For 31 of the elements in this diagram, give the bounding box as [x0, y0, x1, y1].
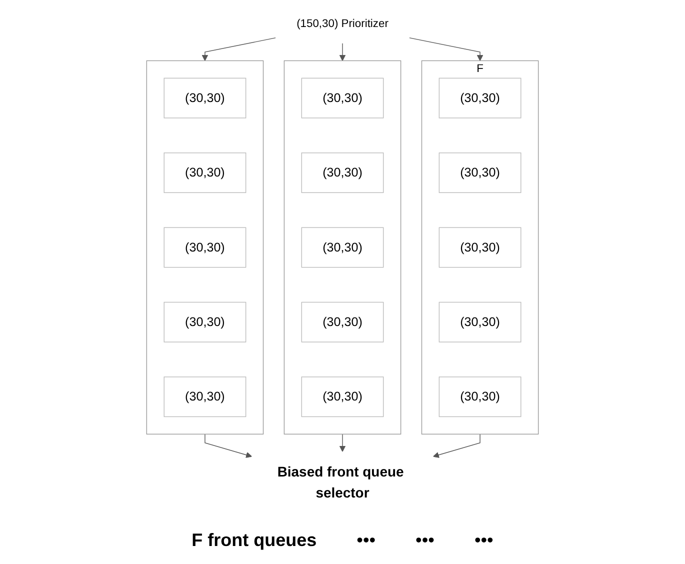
node-box: (30,30) [164, 376, 246, 418]
ellipsis: ••• [416, 530, 434, 550]
node-text: Biased front queue selector [277, 464, 404, 502]
node-box: (30,30) [301, 376, 384, 418]
ellipsis: ••• [474, 530, 494, 550]
node-box: (30,30) [438, 302, 522, 342]
node-box: (30,30) [438, 78, 522, 118]
node-box: (30,30) [164, 227, 246, 268]
arrow [339, 434, 346, 452]
node-box: (30,30) [164, 78, 246, 118]
cluster [284, 60, 402, 434]
arrow [202, 37, 276, 61]
cluster [146, 60, 264, 434]
queue-group-caption: F front queues [192, 530, 317, 550]
node-box: (30,30) [301, 227, 384, 268]
arrow [204, 434, 252, 458]
node-box: (30,30) [301, 302, 384, 342]
node-box: (30,30) [301, 78, 384, 118]
arrow [339, 42, 346, 61]
node-box: (30,30) [438, 227, 522, 268]
node-box: (30,30) [301, 152, 384, 193]
node-box: (30,30) [164, 302, 246, 342]
node-text: (150,30) Prioritizer [296, 18, 388, 30]
node-label: F [476, 62, 484, 75]
node-box: (30,30) [438, 152, 522, 193]
arrow [409, 37, 484, 61]
cluster [421, 60, 539, 434]
arrow [432, 434, 480, 458]
node-box: (30,30) [164, 152, 246, 193]
ellipsis: ••• [356, 530, 376, 550]
node-box: (30,30) [438, 376, 522, 418]
